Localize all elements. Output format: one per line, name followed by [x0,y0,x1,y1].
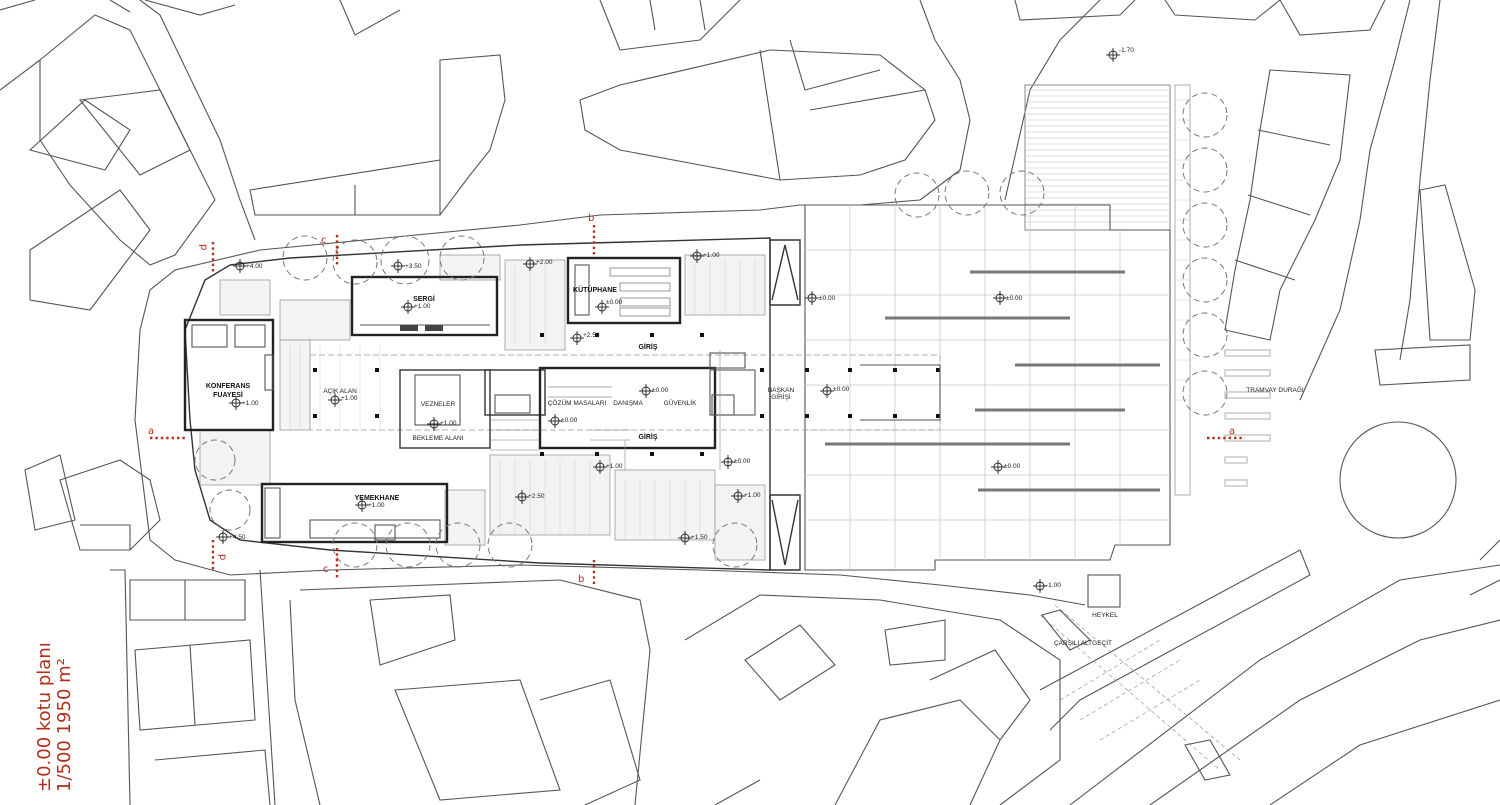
elev-100-mid: +1.00 [606,463,623,470]
room-vezneler: VEZNELER [421,401,456,408]
underpass-label: ÇARŞILI ALTGEÇİT [1054,638,1112,647]
elev-000-danisma: ±0.00 [652,387,669,394]
elev-000-plaza3: ±0.00 [1004,463,1021,470]
elev-100-kut: +1.00 [703,252,720,259]
elev-400: +4.00 [246,263,263,270]
elev-m100: -1.00 [1046,582,1061,589]
room-baskan-2: GİRİŞİ [771,392,791,401]
main-building [183,237,941,571]
elev-100-bekleme: +1.00 [440,420,457,427]
trees [194,92,1228,568]
section-label-p-top: p [198,244,209,250]
title-line-2: 1/500 1950 m² [54,658,75,792]
elev-000-kut: ±0.00 [606,299,623,306]
elev-450: +4.50 [229,534,246,541]
section-label-b-bottom: b [578,574,584,585]
room-yemekhane: YEMEKHANE [355,495,400,502]
elev-100-acik: +1.00 [341,395,358,402]
elev-100-yemekhane: +1.00 [368,502,385,509]
elev-000-cozum: ±0.00 [561,417,578,424]
section-label-c-bottom: c [323,564,329,575]
entrance-top: GİRİŞ [638,343,657,351]
elev-000-mid: ±0.00 [734,458,751,465]
elev-m170: -1.70 [1119,47,1134,54]
plaza [769,84,1271,571]
room-sergi: SERGİ [413,295,435,303]
labels: b c p a a p c b SERGİ KÜTÜPHANE KONFERAN… [148,47,1304,647]
section-markers [150,225,1245,585]
drawing-title: ±0.00 kotu planı 1/500 1950 m² [34,642,75,792]
room-kutuphane: KÜTÜPHANE [573,285,617,294]
section-label-b-top: b [588,213,594,224]
tram-stop-label: TRAMVAY DURAĞI [1246,385,1304,394]
section-label-a-left: a [148,426,154,437]
room-bekleme: BEKLEME ALANI [413,435,464,442]
elev-150: +1.50 [691,534,708,541]
elev-100-right: +1.00 [744,492,761,499]
room-konferans-1: KONFERANS [206,383,251,390]
elev-350: +3.50 [405,263,422,270]
room-baskan-1: BAŞKAN [768,387,795,394]
entrance-bottom: GİRİŞ [638,433,657,441]
elev-100-konf: +1.00 [242,400,259,407]
sculpture-label: HEYKEL [1092,612,1118,619]
title-line-1: ±0.00 kotu planı [34,642,55,792]
section-label-p-bottom: p [217,554,228,560]
elev-000-square: ±0.00 [819,295,836,302]
elev-000-plaza2: ±0.00 [833,386,850,393]
elev-250: +2.50 [583,332,600,339]
elev-200: +2.00 [536,259,553,266]
room-cozum: ÇÖZÜM MASALARI [548,399,607,407]
room-konferans-2: FUAYESİ [213,391,243,399]
level-markers [216,48,1120,593]
section-label-a-right: a [1229,426,1235,437]
room-danisma: DANIŞMA [613,400,643,407]
elev-000-plaza1: ±0.00 [1006,295,1023,302]
room-acik-alan: AÇIK ALAN [323,388,357,395]
elev-100-sergi: +1.00 [414,303,431,310]
room-guvenlik: GÜVENLİK [664,398,698,407]
elev-250-bottom: +2.50 [528,493,545,500]
section-label-c-top: c [321,235,327,246]
